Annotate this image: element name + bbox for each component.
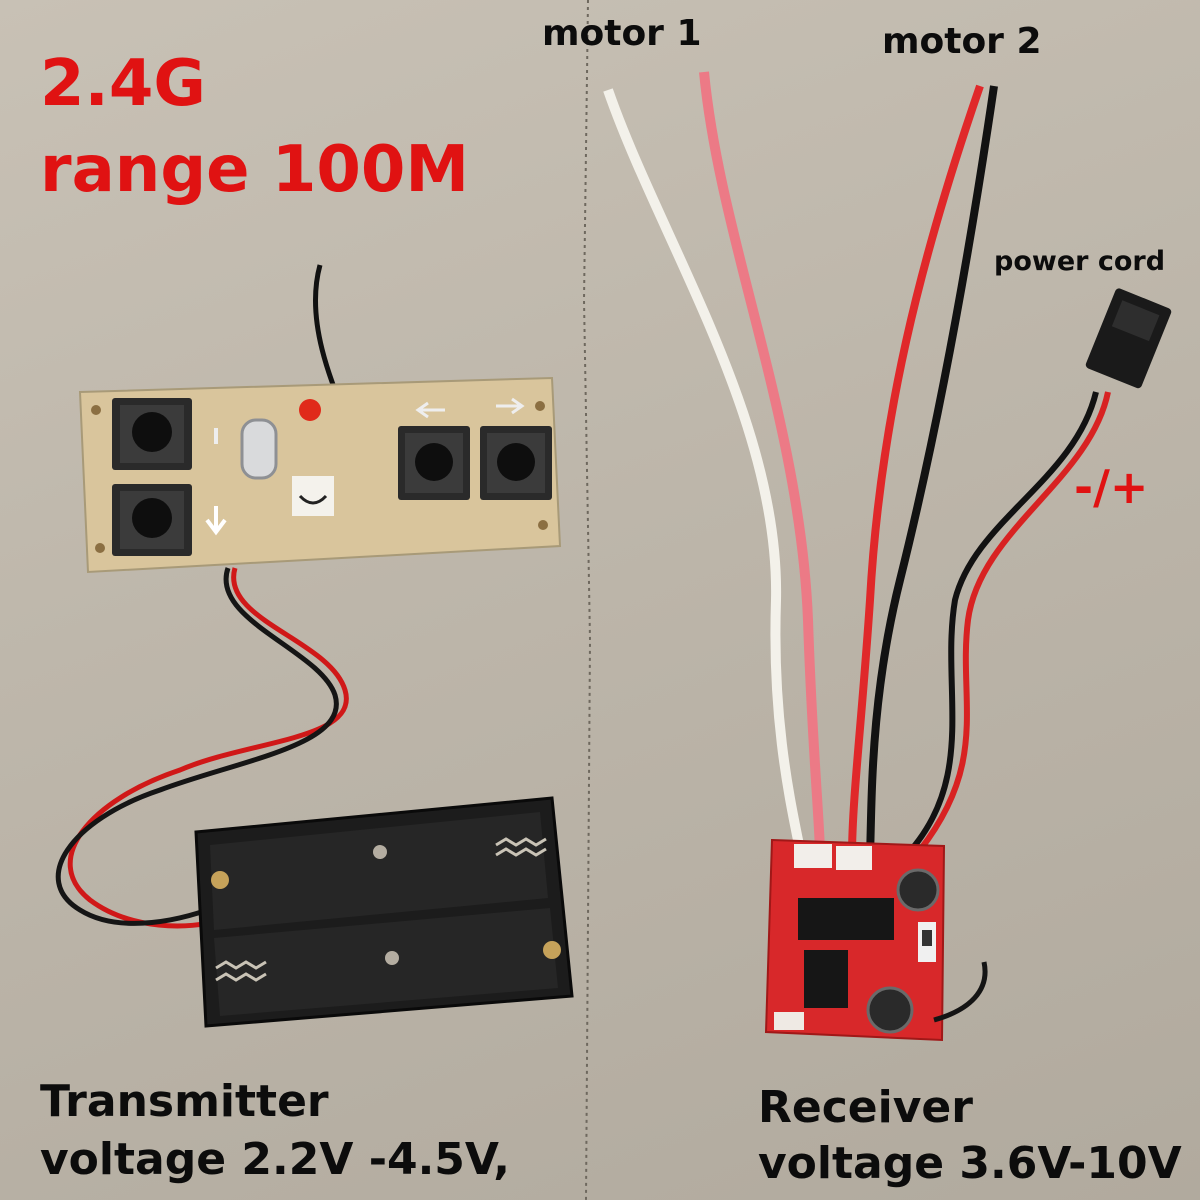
status-led: [299, 399, 321, 421]
motor2-label: motor 2: [882, 21, 1042, 62]
motor1-wire-pink: [699, 71, 825, 851]
capacitor-bottom: [866, 986, 914, 1034]
motor1-label: motor 1: [542, 13, 702, 54]
frequency-label: 2.4G: [40, 47, 206, 121]
antenna-pad: [774, 1012, 804, 1030]
receiver-voltage: voltage 3.6V-10V: [758, 1138, 1182, 1189]
receiver-title: Receiver: [758, 1082, 973, 1133]
motor2-wire-red: [848, 84, 984, 857]
transmitter-voltage: voltage 2.2V -4.5V,: [40, 1134, 510, 1185]
range-label: range 100M: [40, 133, 470, 207]
arrow-left-silk: [415, 401, 445, 419]
transmitter-title: Transmitter: [40, 1076, 329, 1127]
motor-connector-2: [836, 846, 872, 870]
receiver-board: [764, 838, 946, 1042]
button-right: [480, 426, 552, 500]
receiver-antenna: [933, 961, 988, 1023]
button-left: [398, 426, 470, 500]
power-cord-label: power cord: [994, 246, 1166, 277]
capacitor-top: [896, 868, 940, 912]
driver-ic: [804, 950, 848, 1008]
power-connector: [1085, 288, 1172, 389]
motor1-wire-white: [603, 88, 805, 851]
battery-holder: [194, 796, 574, 1028]
transmitter-battery-wire-black: [55, 567, 339, 926]
arrow-right-silk: [496, 397, 525, 415]
receiver-ic: [798, 898, 894, 940]
motor2-wire-black: [866, 85, 998, 857]
transmitter-battery-wire-red: [67, 567, 349, 929]
motor-connector-1: [794, 844, 832, 868]
cardboard-seam: [582, 0, 592, 1200]
button-up: [112, 398, 192, 470]
logo-sticker: [292, 476, 334, 516]
arrow-down-silk: [205, 506, 227, 536]
button-down: [112, 484, 192, 556]
crystal-oscillator: [240, 418, 278, 480]
power-cord-red: [917, 391, 1111, 852]
transmitter-board: [78, 376, 562, 574]
polarity-label: -/+: [1074, 460, 1149, 514]
power-cord-black: [899, 391, 1099, 863]
